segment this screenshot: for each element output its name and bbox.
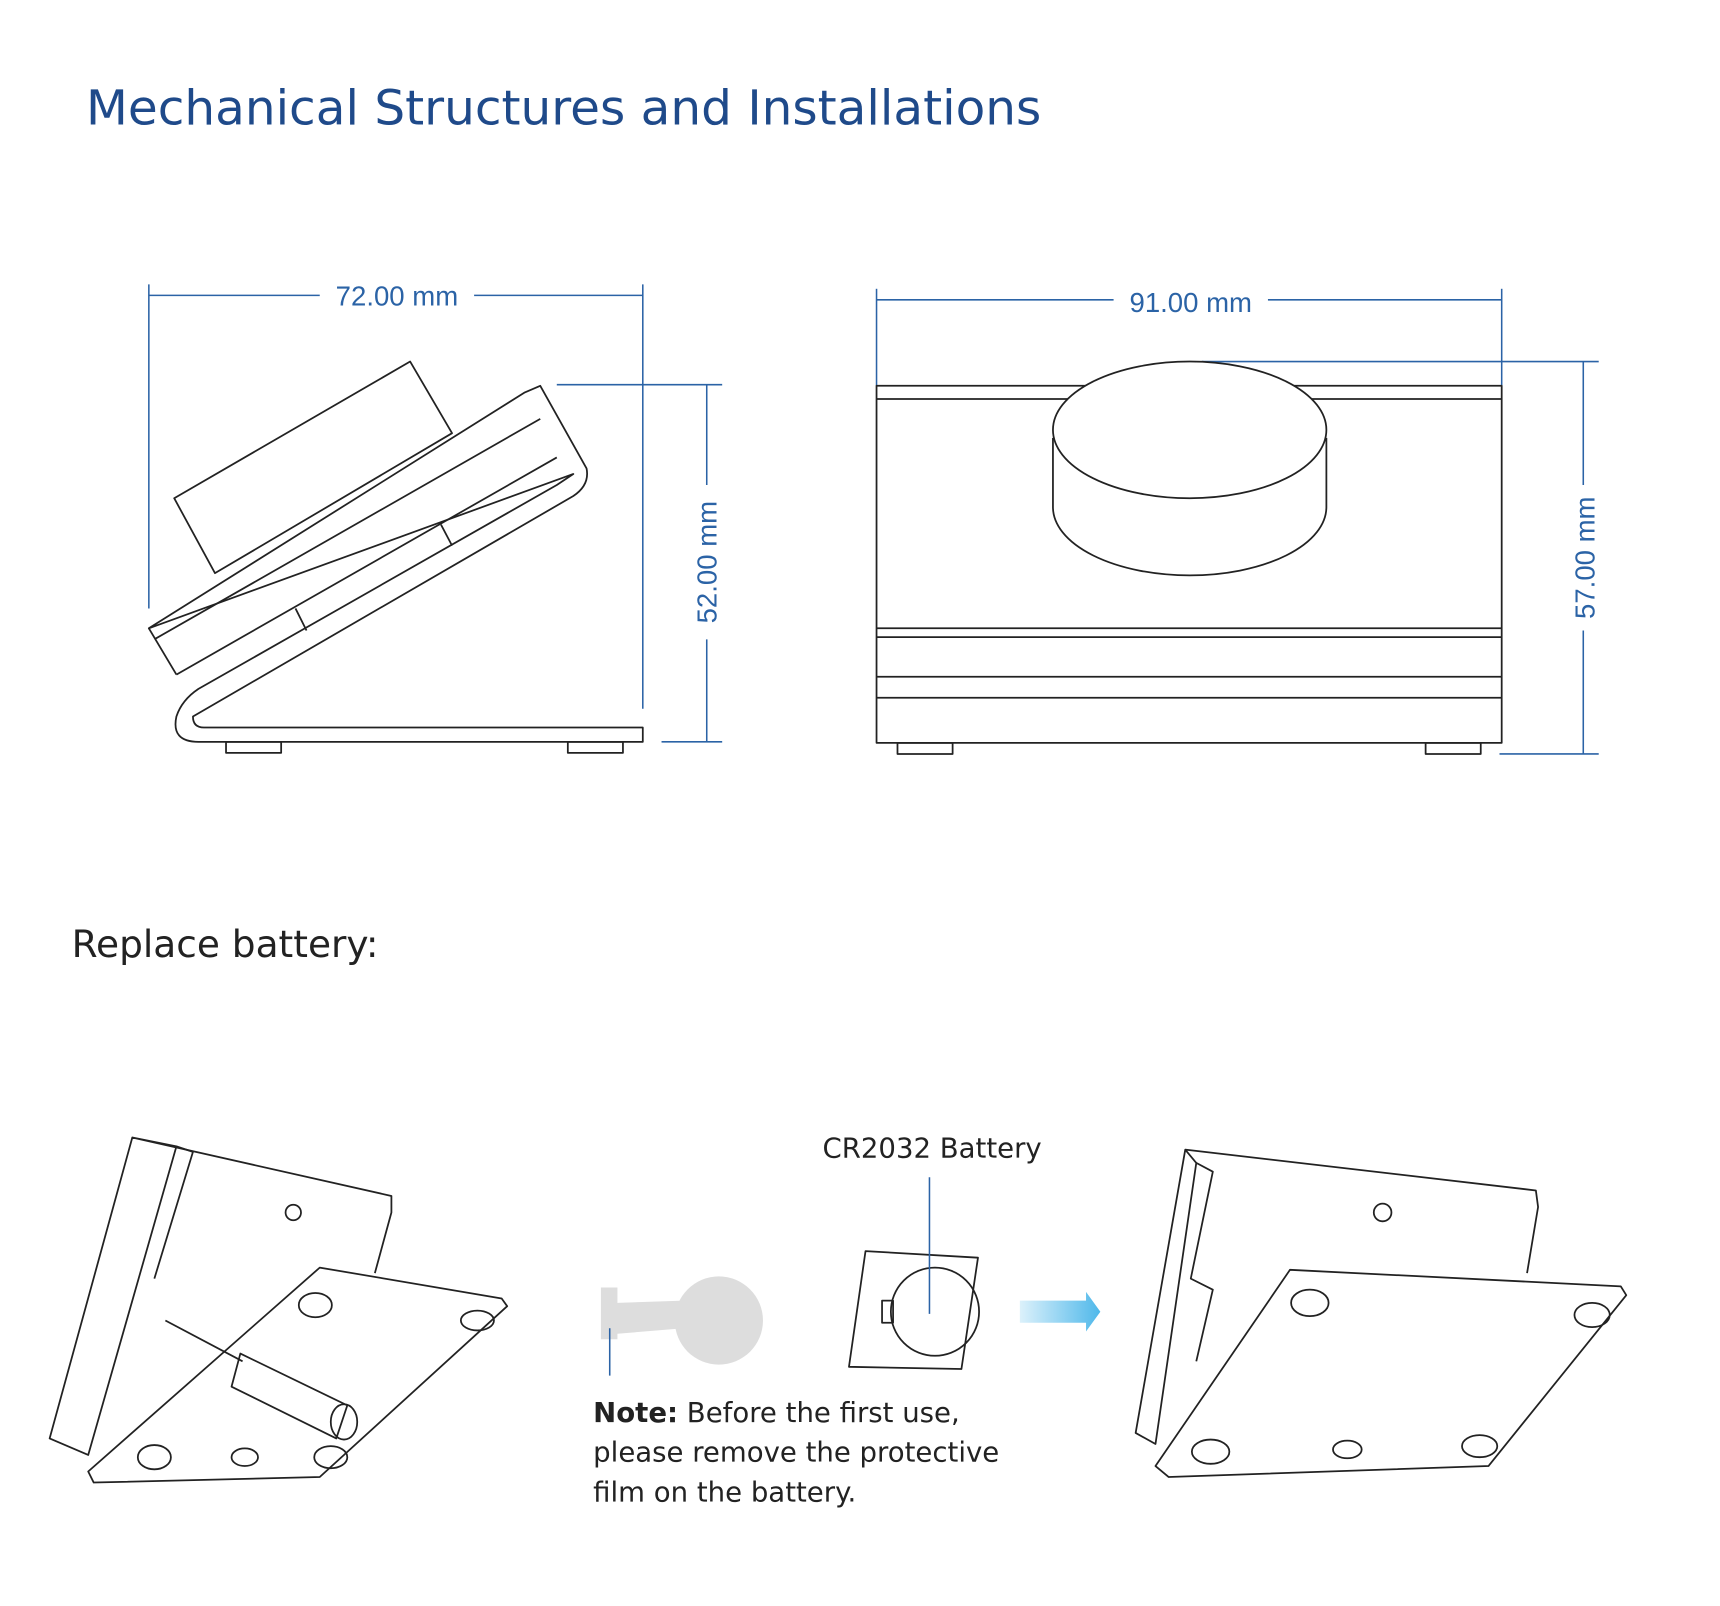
front-view-drawing: 91.00 mm 57.00 mm (875, 287, 1600, 755)
note-text-1: Before the first use, (678, 1397, 960, 1429)
note-line-1: Note: Before the first use, (593, 1397, 960, 1429)
battery-label: CR2032 Battery (823, 1132, 1042, 1164)
device-closed-back-view (1134, 1148, 1628, 1478)
side-height-label: 52.00 mm (692, 501, 723, 623)
device-open-with-screwdriver (48, 1136, 509, 1484)
protective-film-illustration (600, 1276, 763, 1376)
note-line-3: film on the battery. (593, 1476, 856, 1508)
replace-battery-heading: Replace battery: (72, 922, 379, 966)
front-height-label: 57.00 mm (1569, 497, 1600, 619)
cr2032-battery-holder (848, 1177, 980, 1370)
note-line-2: please remove the protective (593, 1437, 999, 1469)
note-label: Note: (593, 1397, 678, 1429)
arrow-right-icon (1019, 1291, 1101, 1332)
front-width-label: 91.00 mm (1130, 287, 1253, 318)
side-width-label: 72.00 mm (336, 280, 459, 311)
page-title: Mechanical Structures and Installations (86, 81, 1041, 137)
side-view-drawing: 72.00 mm 52.00 mm (147, 280, 723, 754)
